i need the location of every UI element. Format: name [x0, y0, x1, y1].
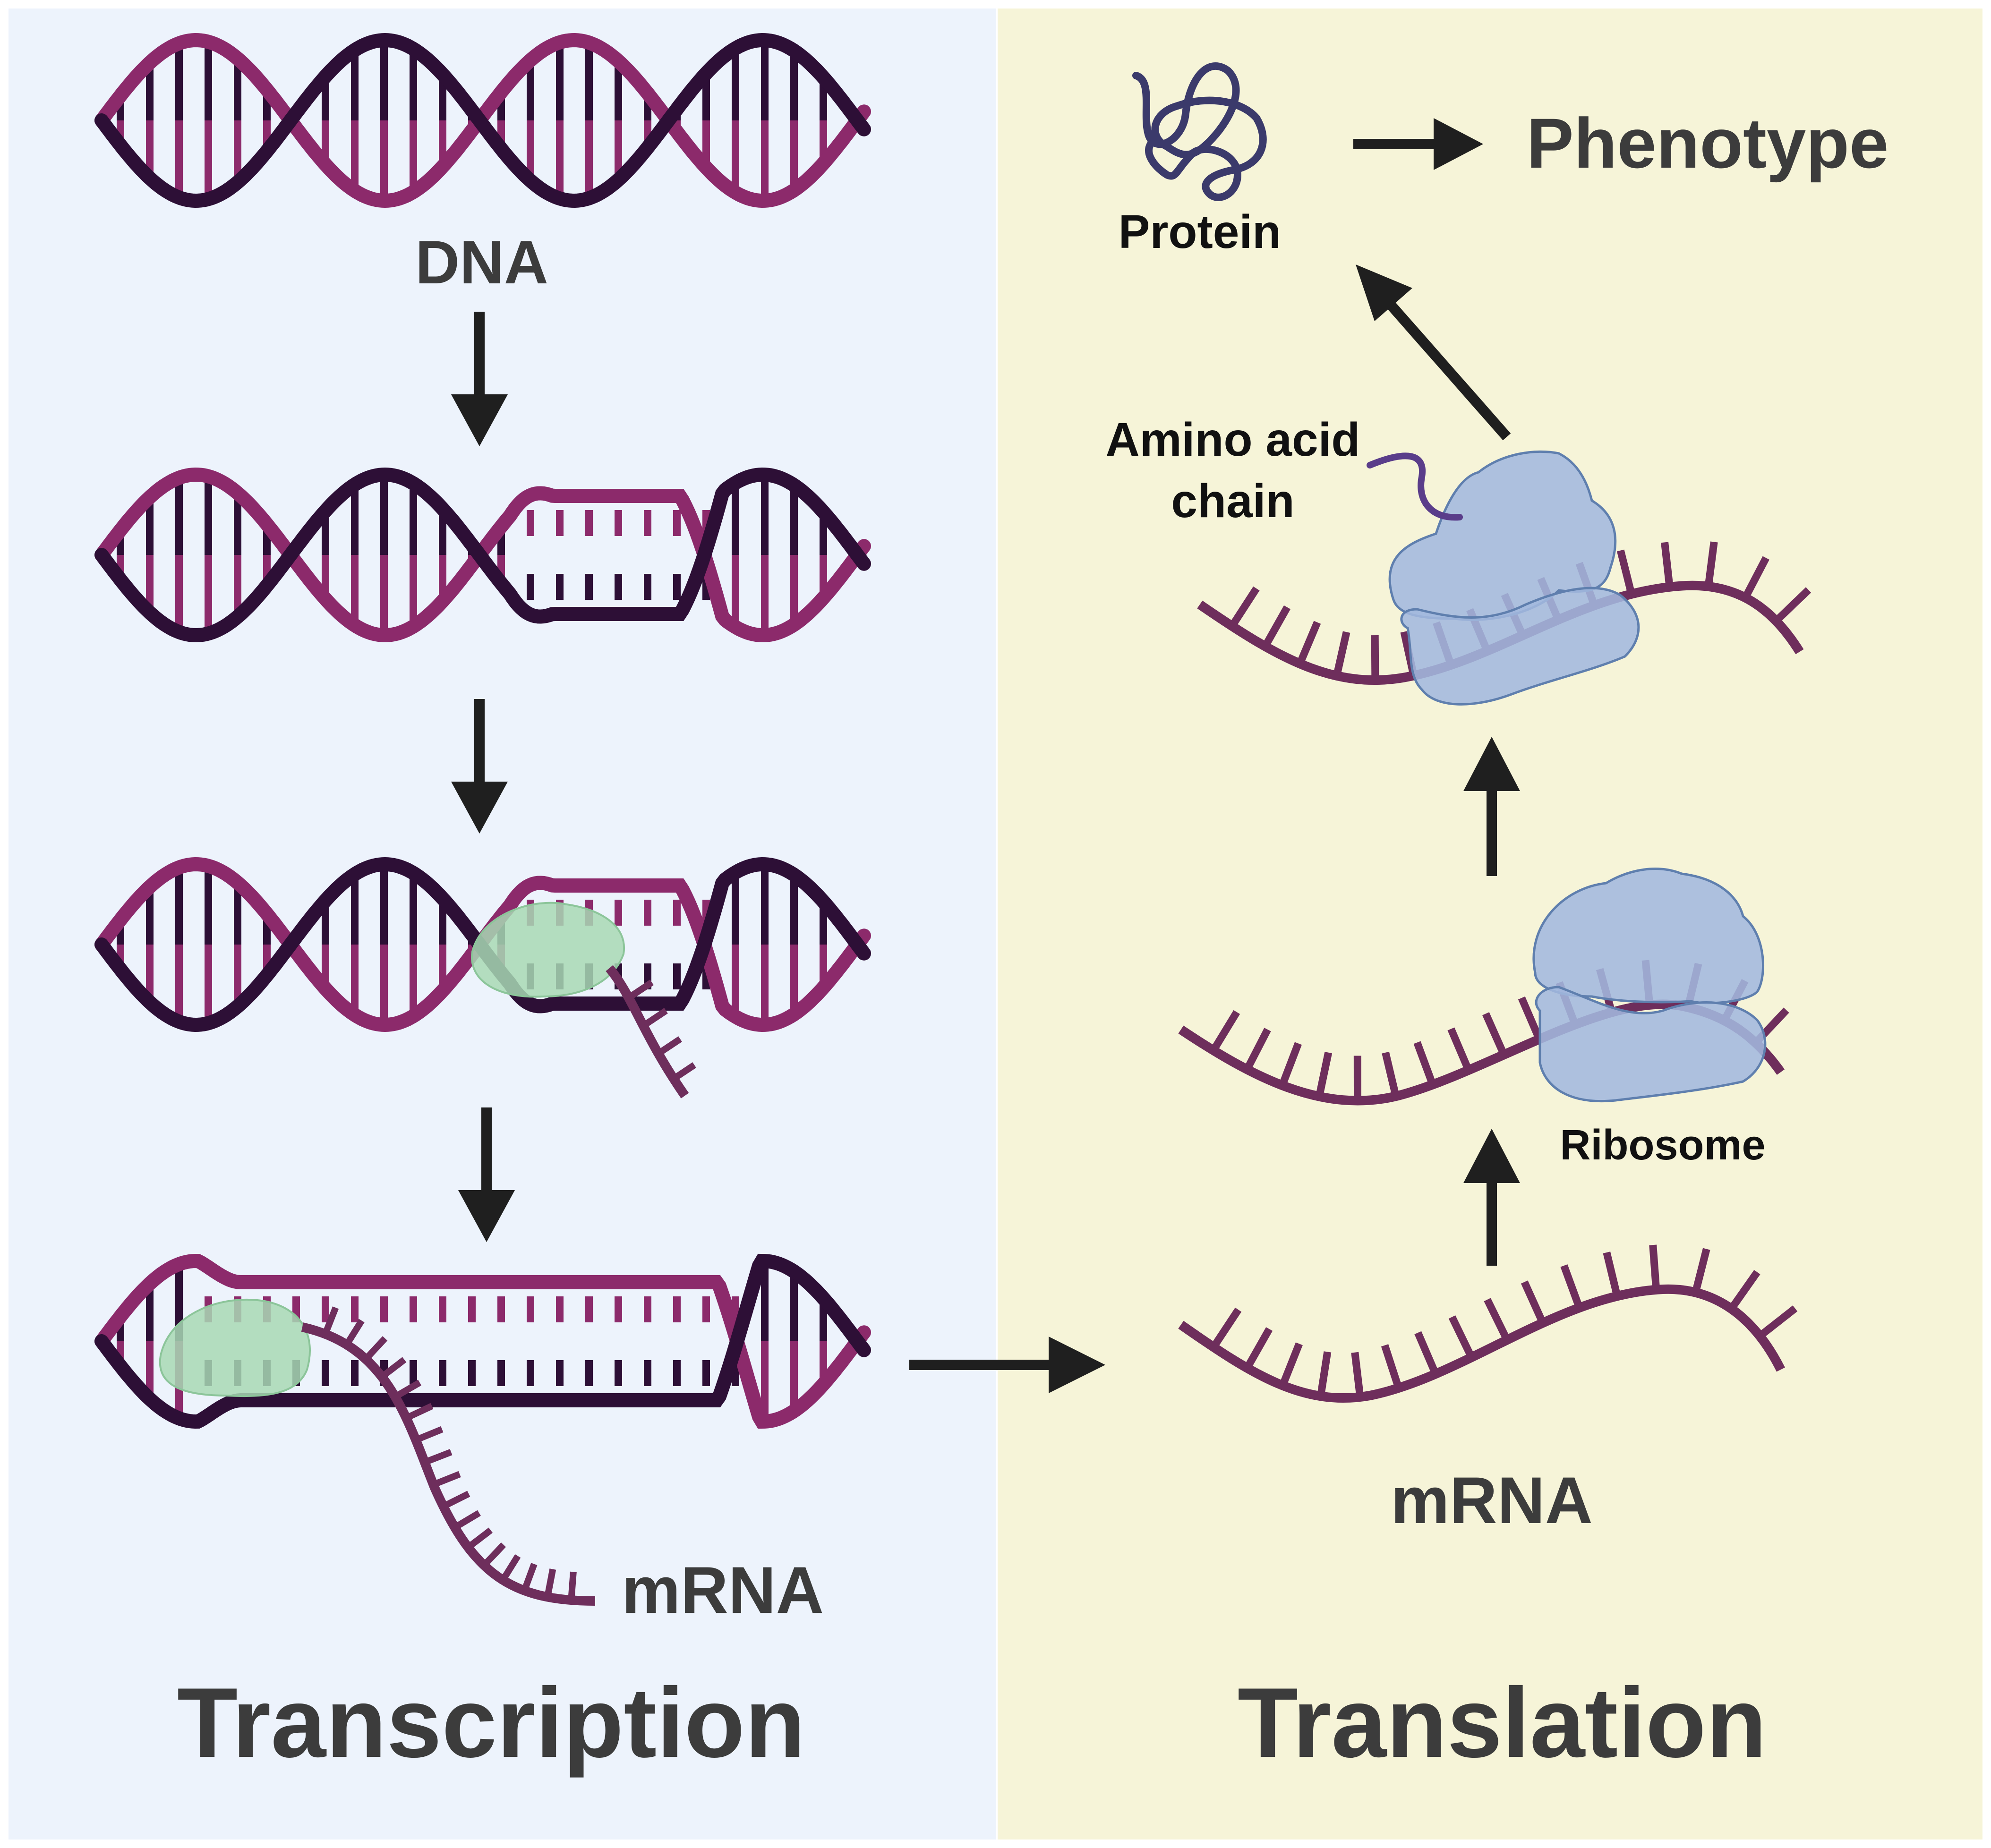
- arrow-icon: [458, 1107, 515, 1242]
- mrna-bases: [322, 1306, 577, 1601]
- arrow-icon: [1463, 737, 1520, 876]
- arrow-icon: [1353, 118, 1483, 170]
- amino-acid-chain-label-line1: Amino acid: [1106, 413, 1360, 466]
- phenotype-label: Phenotype: [1527, 103, 1889, 183]
- dna-double-helix-icon: [94, 33, 871, 208]
- ribosome-label: Ribosome: [1560, 1122, 1765, 1169]
- mrna-transcription-label: mRNA: [622, 1553, 824, 1627]
- arrow-icon: [451, 312, 508, 446]
- ribosome-icon: [1388, 450, 1640, 706]
- ribosome-icon: [1532, 868, 1767, 1102]
- protein-label: Protein: [1119, 205, 1281, 258]
- arrow-icon: [1356, 264, 1511, 441]
- arrow-icon: [909, 1337, 1105, 1393]
- amino-acid-chain-label-line2: chain: [1171, 475, 1294, 528]
- mrna-bases: [629, 979, 696, 1082]
- arrow-icon: [451, 699, 508, 834]
- dna-label: DNA: [415, 228, 548, 297]
- mrna-translation-label: mRNA: [1391, 1463, 1593, 1537]
- protein-icon: [1132, 62, 1267, 201]
- transcription-title: Transcription: [177, 1667, 805, 1778]
- arrow-icon: [1463, 1129, 1520, 1266]
- mrna-strand-icon: [1178, 1244, 1798, 1403]
- amino-acid-chain-icon: [1367, 452, 1463, 521]
- translation-title: Translation: [1238, 1667, 1767, 1778]
- rna-polymerase-icon: [159, 1299, 311, 1397]
- translation-panel: [998, 9, 1982, 1839]
- mrna-strand-icon: [606, 965, 689, 1099]
- rna-polymerase-icon: [471, 902, 625, 998]
- dna-unwinding-icon: [94, 467, 871, 643]
